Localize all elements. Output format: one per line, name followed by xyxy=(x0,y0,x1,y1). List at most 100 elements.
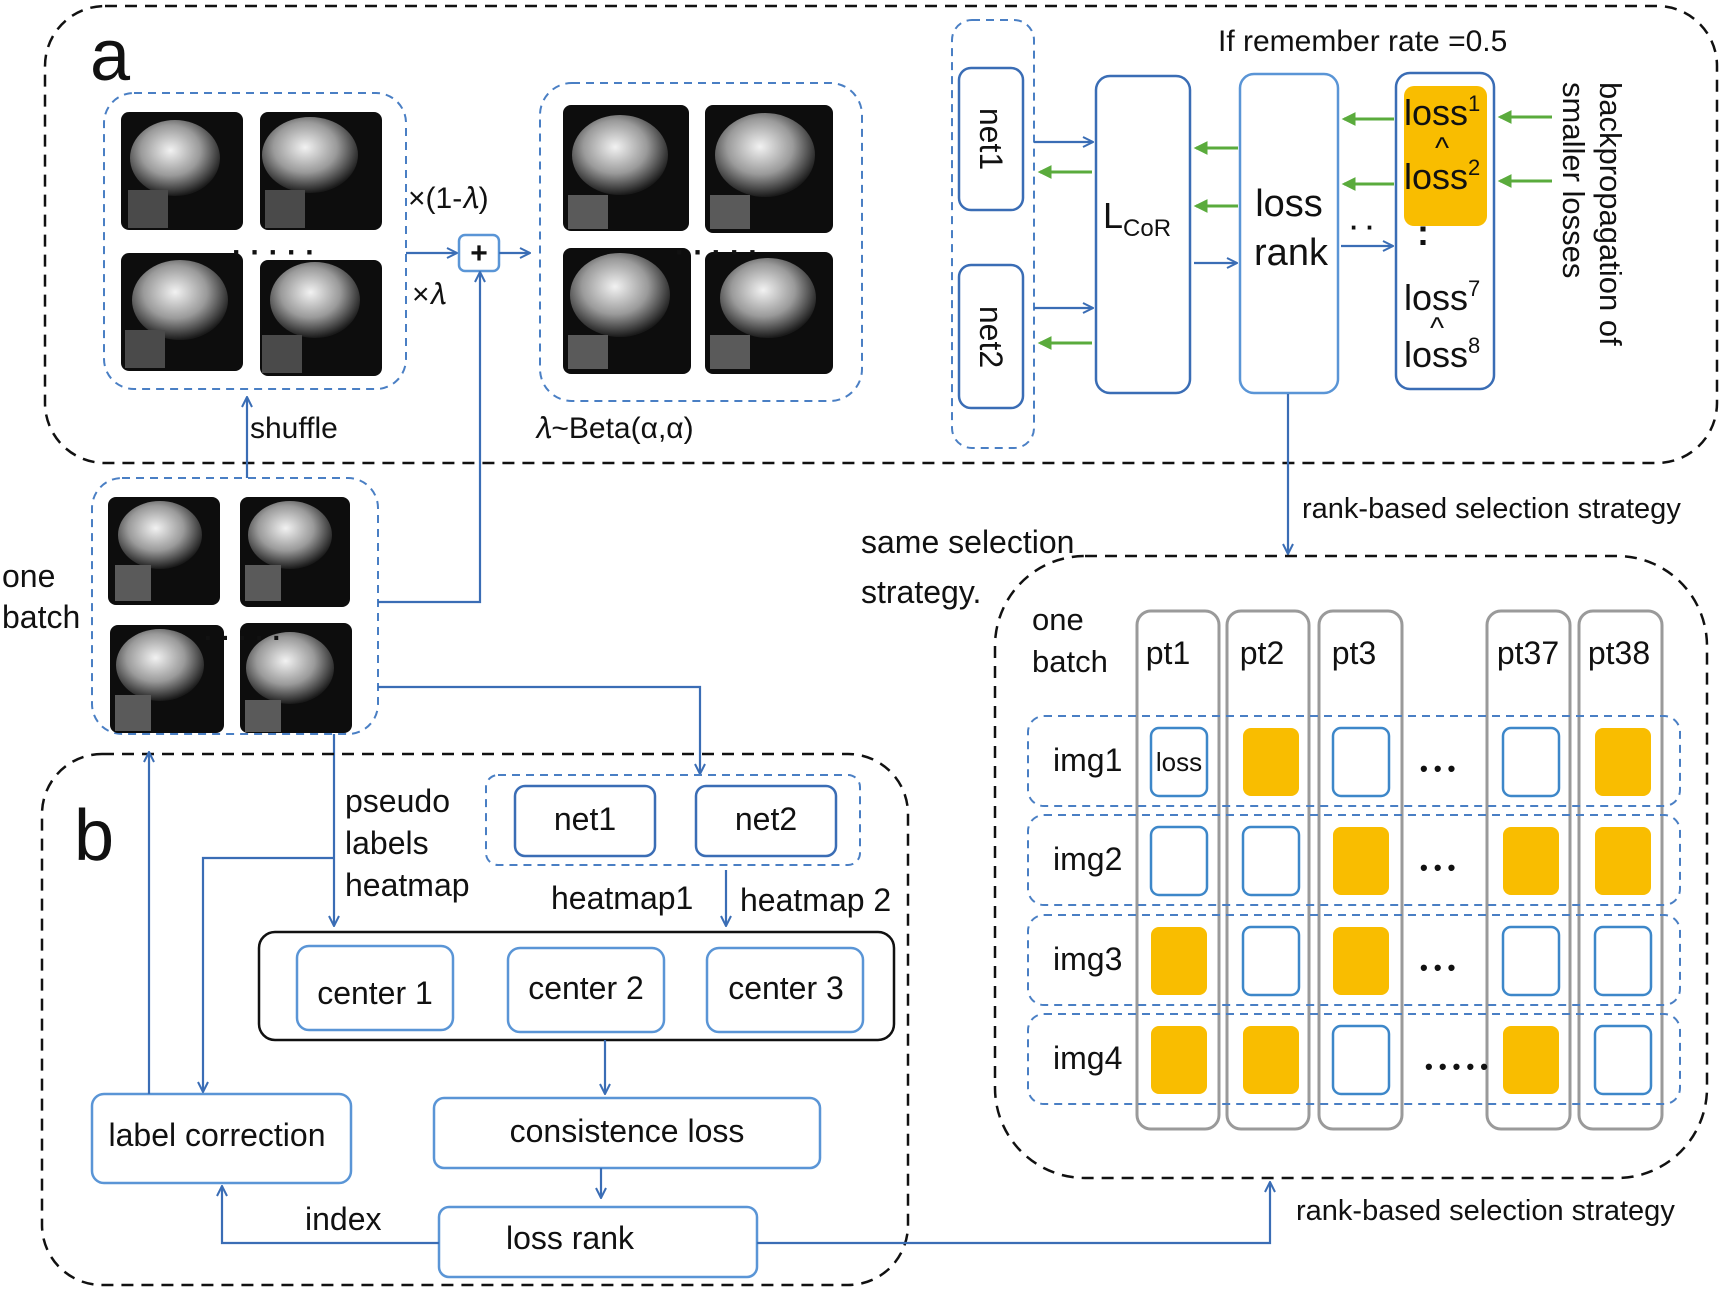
row-label-img3: img3 xyxy=(1053,941,1122,977)
unselected-loss-cell xyxy=(1149,825,1209,897)
index-label: index xyxy=(305,1201,382,1237)
same-selection-1: same selection xyxy=(861,524,1074,560)
xray-image xyxy=(260,112,382,230)
selected-loss-cell xyxy=(1333,827,1389,895)
xray-image xyxy=(121,112,243,230)
image-row xyxy=(1027,1013,1681,1105)
xray-image xyxy=(110,625,224,733)
row-ellipsis: • • • xyxy=(1420,955,1455,980)
image-ellipsis: · · · · · xyxy=(204,622,282,653)
panel-b-networks-group xyxy=(485,774,861,866)
unselected-loss-cell xyxy=(1593,1024,1653,1096)
unselected-loss-cell xyxy=(1501,726,1561,798)
column-header-pt1: pt1 xyxy=(1146,635,1190,671)
selected-loss-cell xyxy=(1503,827,1559,895)
selected-loss-cell xyxy=(1333,927,1389,995)
backprop-label-2: smaller losses xyxy=(1556,82,1591,278)
xray-image xyxy=(563,105,689,231)
heatmap2-label: heatmap 2 xyxy=(740,882,891,918)
grid-one-batch-1: one xyxy=(1032,602,1084,637)
selected-losses-highlight xyxy=(1404,86,1487,226)
image-row xyxy=(1027,814,1681,906)
rank-strategy-bottom: rank-based selection strategy xyxy=(1296,1195,1675,1227)
xray-image xyxy=(121,253,243,371)
pseudo-labels-2: labels xyxy=(345,825,429,861)
loss-vertical-dots: : xyxy=(1417,212,1429,253)
row-ellipsis: • • • • • xyxy=(1425,1054,1488,1079)
loss-cell-label: loss xyxy=(1156,747,1202,777)
loss2-label: loss2 xyxy=(1404,155,1480,197)
unselected-loss-cell xyxy=(1331,726,1391,798)
column-header-pt3: pt3 xyxy=(1332,635,1376,671)
selected-loss-cell xyxy=(1243,1026,1299,1094)
selected-loss-cell xyxy=(1595,827,1651,895)
center1-box xyxy=(295,944,455,1032)
unselected-loss-cell xyxy=(1501,925,1561,997)
consistence-loss-label: consistence loss xyxy=(510,1113,745,1149)
panel-b-frame xyxy=(40,752,910,1287)
input-batch-group xyxy=(91,477,379,735)
point-column xyxy=(1577,609,1664,1131)
point-columns xyxy=(1135,609,1664,1131)
xray-image xyxy=(260,260,382,376)
weight-one-minus-lambda: ×(1-𝜆) xyxy=(408,182,489,215)
panel-b-net1-label: net1 xyxy=(554,801,616,837)
xray-image xyxy=(563,248,691,374)
same-selection-2: strategy. xyxy=(861,574,981,610)
loss-caret-2: ^ xyxy=(1430,312,1444,345)
row-ellipsis: • • • xyxy=(1420,756,1455,781)
xray-image xyxy=(240,623,352,733)
mixed-batch-group xyxy=(539,82,863,402)
net1-box xyxy=(957,66,1025,212)
unselected-loss-cell xyxy=(1241,925,1301,997)
pseudo-labels-3: heatmap xyxy=(345,867,470,903)
column-header-pt2: pt2 xyxy=(1240,635,1284,671)
backprop-label-1: backpropagation of xyxy=(1593,82,1628,346)
center1-label: center 1 xyxy=(317,975,433,1011)
selected-loss-cell xyxy=(1151,927,1207,995)
unselected-loss-cell xyxy=(1593,925,1653,997)
heatmap1-label: heatmap1 xyxy=(551,880,693,916)
center3-box xyxy=(705,946,865,1034)
unselected-loss-cell xyxy=(1241,825,1301,897)
shuffle-label: shuffle xyxy=(250,412,338,445)
arrow-dots: · · xyxy=(1350,212,1375,242)
image-ellipsis: · · · · · xyxy=(232,236,315,269)
panel-b-net2-box xyxy=(694,784,838,858)
row-label-img4: img4 xyxy=(1053,1040,1122,1076)
loss-rank-label-2: rank xyxy=(1254,232,1329,274)
net1-label: net1 xyxy=(973,108,1009,170)
panel-b-net2-label: net2 xyxy=(735,801,797,837)
one-batch-label-2: batch xyxy=(2,599,80,635)
panel-b-label: b xyxy=(74,796,114,876)
net2-box xyxy=(957,263,1025,410)
loss-rank-box xyxy=(1238,72,1340,395)
selection-grid-frame xyxy=(993,554,1709,1180)
center2-box xyxy=(506,946,666,1034)
grid-one-batch-2: batch xyxy=(1032,644,1108,679)
weight-lambda: ×𝜆 xyxy=(412,278,447,311)
selected-loss-cell xyxy=(1151,1026,1207,1094)
selected-loss-cell xyxy=(1595,728,1651,796)
loss-caret-1: ^ xyxy=(1435,132,1449,165)
label-correction-box xyxy=(90,1092,353,1185)
panel-b-loss-rank-label: loss rank xyxy=(506,1220,635,1256)
lcor-label: LCoR xyxy=(1103,195,1171,242)
shuffled-batch-group xyxy=(103,92,407,390)
lcor-box xyxy=(1094,74,1192,395)
xray-image xyxy=(240,497,350,607)
networks-group xyxy=(951,19,1035,449)
selected-loss-cell xyxy=(1243,728,1299,796)
net2-label: net2 xyxy=(973,306,1009,368)
point-column xyxy=(1135,609,1221,1131)
panel-a-frame xyxy=(43,4,1719,465)
center3-label: center 3 xyxy=(728,970,844,1006)
one-batch-label-1: one xyxy=(2,558,55,594)
row-label-img2: img2 xyxy=(1053,841,1122,877)
rank-strategy-top: rank-based selection strategy xyxy=(1302,493,1681,525)
xray-image xyxy=(705,252,833,374)
panel-b-net1-box xyxy=(513,784,657,858)
column-header-pt38: pt38 xyxy=(1588,635,1650,671)
